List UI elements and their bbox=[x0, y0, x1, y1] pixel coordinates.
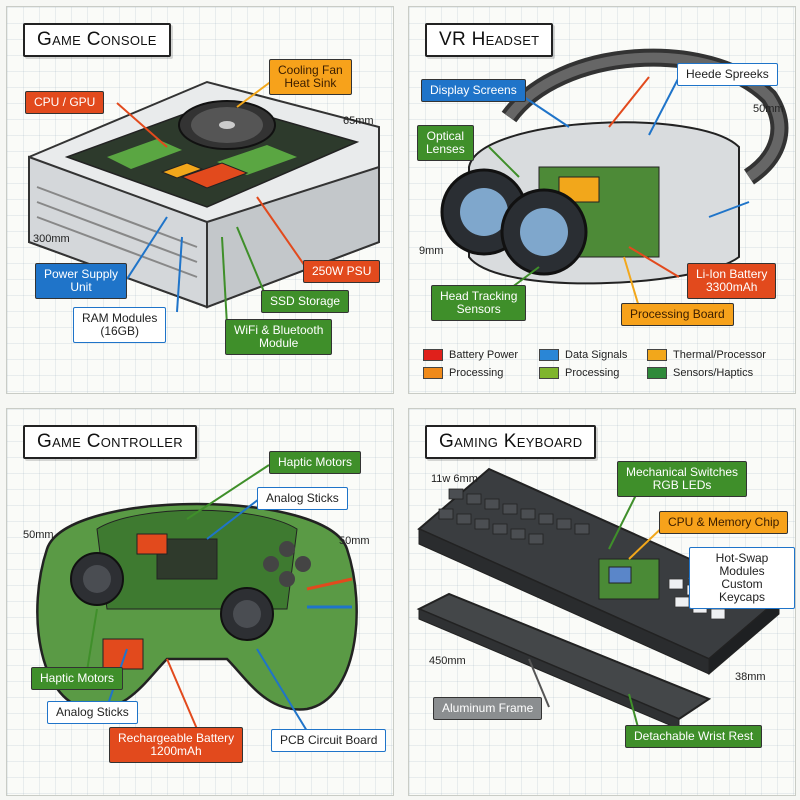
panel-gaming-keyboard: Gaming Keyboard Mechanical Switches RGB … bbox=[408, 408, 796, 796]
display-screens-callout: Display Screens bbox=[421, 79, 526, 102]
legend-item: Data Signals bbox=[539, 349, 627, 361]
legend-swatch bbox=[647, 367, 667, 379]
legend-swatch bbox=[539, 349, 559, 361]
haptic-motors-bottom-callout: Haptic Motors bbox=[31, 667, 124, 690]
heede-callout: Heede Spreeks bbox=[677, 63, 778, 86]
mechanical-switches-callout: Mechanical Switches RGB LEDs bbox=[617, 461, 748, 497]
legend-item: Processing bbox=[423, 367, 503, 379]
hot-swap-callout: Hot-Swap Modules Custom Keycaps bbox=[689, 547, 795, 609]
battery-callout: Rechargeable Battery 1200mAh bbox=[109, 727, 244, 763]
vr-side-dim: 50mm bbox=[753, 103, 784, 115]
wrist-rest-callout: Detachable Wrist Rest bbox=[625, 725, 763, 748]
psu-callout: 250W PSU bbox=[303, 260, 381, 283]
vr-title: VR Headset bbox=[425, 23, 554, 57]
legend-swatch bbox=[647, 349, 667, 361]
legend-label: Battery Power bbox=[449, 349, 519, 361]
console-width-dim: 300mm bbox=[33, 233, 70, 245]
keyboard-illustration bbox=[416, 467, 781, 732]
console-title: Game Console bbox=[23, 23, 171, 57]
processing-board-callout: Processing Board bbox=[621, 303, 734, 326]
panel-game-console: Game Console Cooling Fan Heat Sink CPU /… bbox=[6, 6, 394, 394]
legend-item: Sensors/Haptics bbox=[647, 367, 753, 379]
controller-right-dim: 50mm bbox=[339, 535, 370, 547]
ram-callout: RAM Modules (16GB) bbox=[73, 307, 167, 343]
haptic-motors-top-callout: Haptic Motors bbox=[269, 451, 362, 474]
legend-item: Thermal/Processor bbox=[647, 349, 766, 361]
legend-label: Processing bbox=[565, 367, 620, 379]
panel-game-controller: Game Controller Haptic Motors Analog Sti… bbox=[6, 408, 394, 796]
panel-vr-headset: VR Headset Display Screens Heede Spreeks… bbox=[408, 6, 796, 394]
console-illustration bbox=[28, 76, 380, 326]
keyboard-top-dim: 11w 6mm bbox=[431, 473, 478, 485]
console-depth-dim: 65mm bbox=[343, 115, 374, 127]
keyboard-title: Gaming Keyboard bbox=[425, 425, 597, 459]
keyboard-height-dim: 38mm bbox=[735, 671, 766, 683]
cpu-gpu-callout: CPU / GPU bbox=[25, 91, 105, 114]
power-supply-callout: Power Supply Unit bbox=[35, 263, 128, 299]
legend-item: Processing bbox=[539, 367, 619, 379]
vr-height-dim: 9mm bbox=[419, 245, 444, 257]
legend-label: Data Signals bbox=[565, 349, 628, 361]
pcb-callout: PCB Circuit Board bbox=[271, 729, 387, 752]
controller-illustration bbox=[36, 464, 358, 732]
legend-label: Processing bbox=[449, 367, 504, 379]
ssd-callout: SSD Storage bbox=[261, 290, 350, 313]
legend-swatch bbox=[539, 367, 559, 379]
aluminum-frame-callout: Aluminum Frame bbox=[433, 697, 543, 720]
legend-label: Sensors/Haptics bbox=[673, 367, 754, 379]
keyboard-width-dim: 450mm bbox=[429, 655, 466, 667]
cpu-memory-callout: CPU & Memory Chip bbox=[659, 511, 789, 534]
controller-title: Game Controller bbox=[23, 425, 197, 459]
analog-sticks-bottom-callout: Analog Sticks bbox=[47, 701, 138, 724]
battery-callout: Li-Ion Battery 3300mAh bbox=[687, 263, 777, 299]
optical-lenses-callout: Optical Lenses bbox=[417, 125, 474, 161]
cooling-fan-callout: Cooling Fan Heat Sink bbox=[269, 59, 352, 95]
wifi-callout: WiFi & Bluetooth Module bbox=[225, 319, 333, 355]
legend-item: Battery Power bbox=[423, 349, 518, 361]
legend-swatch bbox=[423, 367, 443, 379]
analog-sticks-top-callout: Analog Sticks bbox=[257, 487, 348, 510]
controller-left-dim: 50mm bbox=[23, 529, 54, 541]
head-tracking-callout: Head Tracking Sensors bbox=[431, 285, 527, 321]
vr-illustration bbox=[440, 48, 789, 308]
legend-label: Thermal/Processor bbox=[673, 349, 766, 361]
legend-swatch bbox=[423, 349, 443, 361]
